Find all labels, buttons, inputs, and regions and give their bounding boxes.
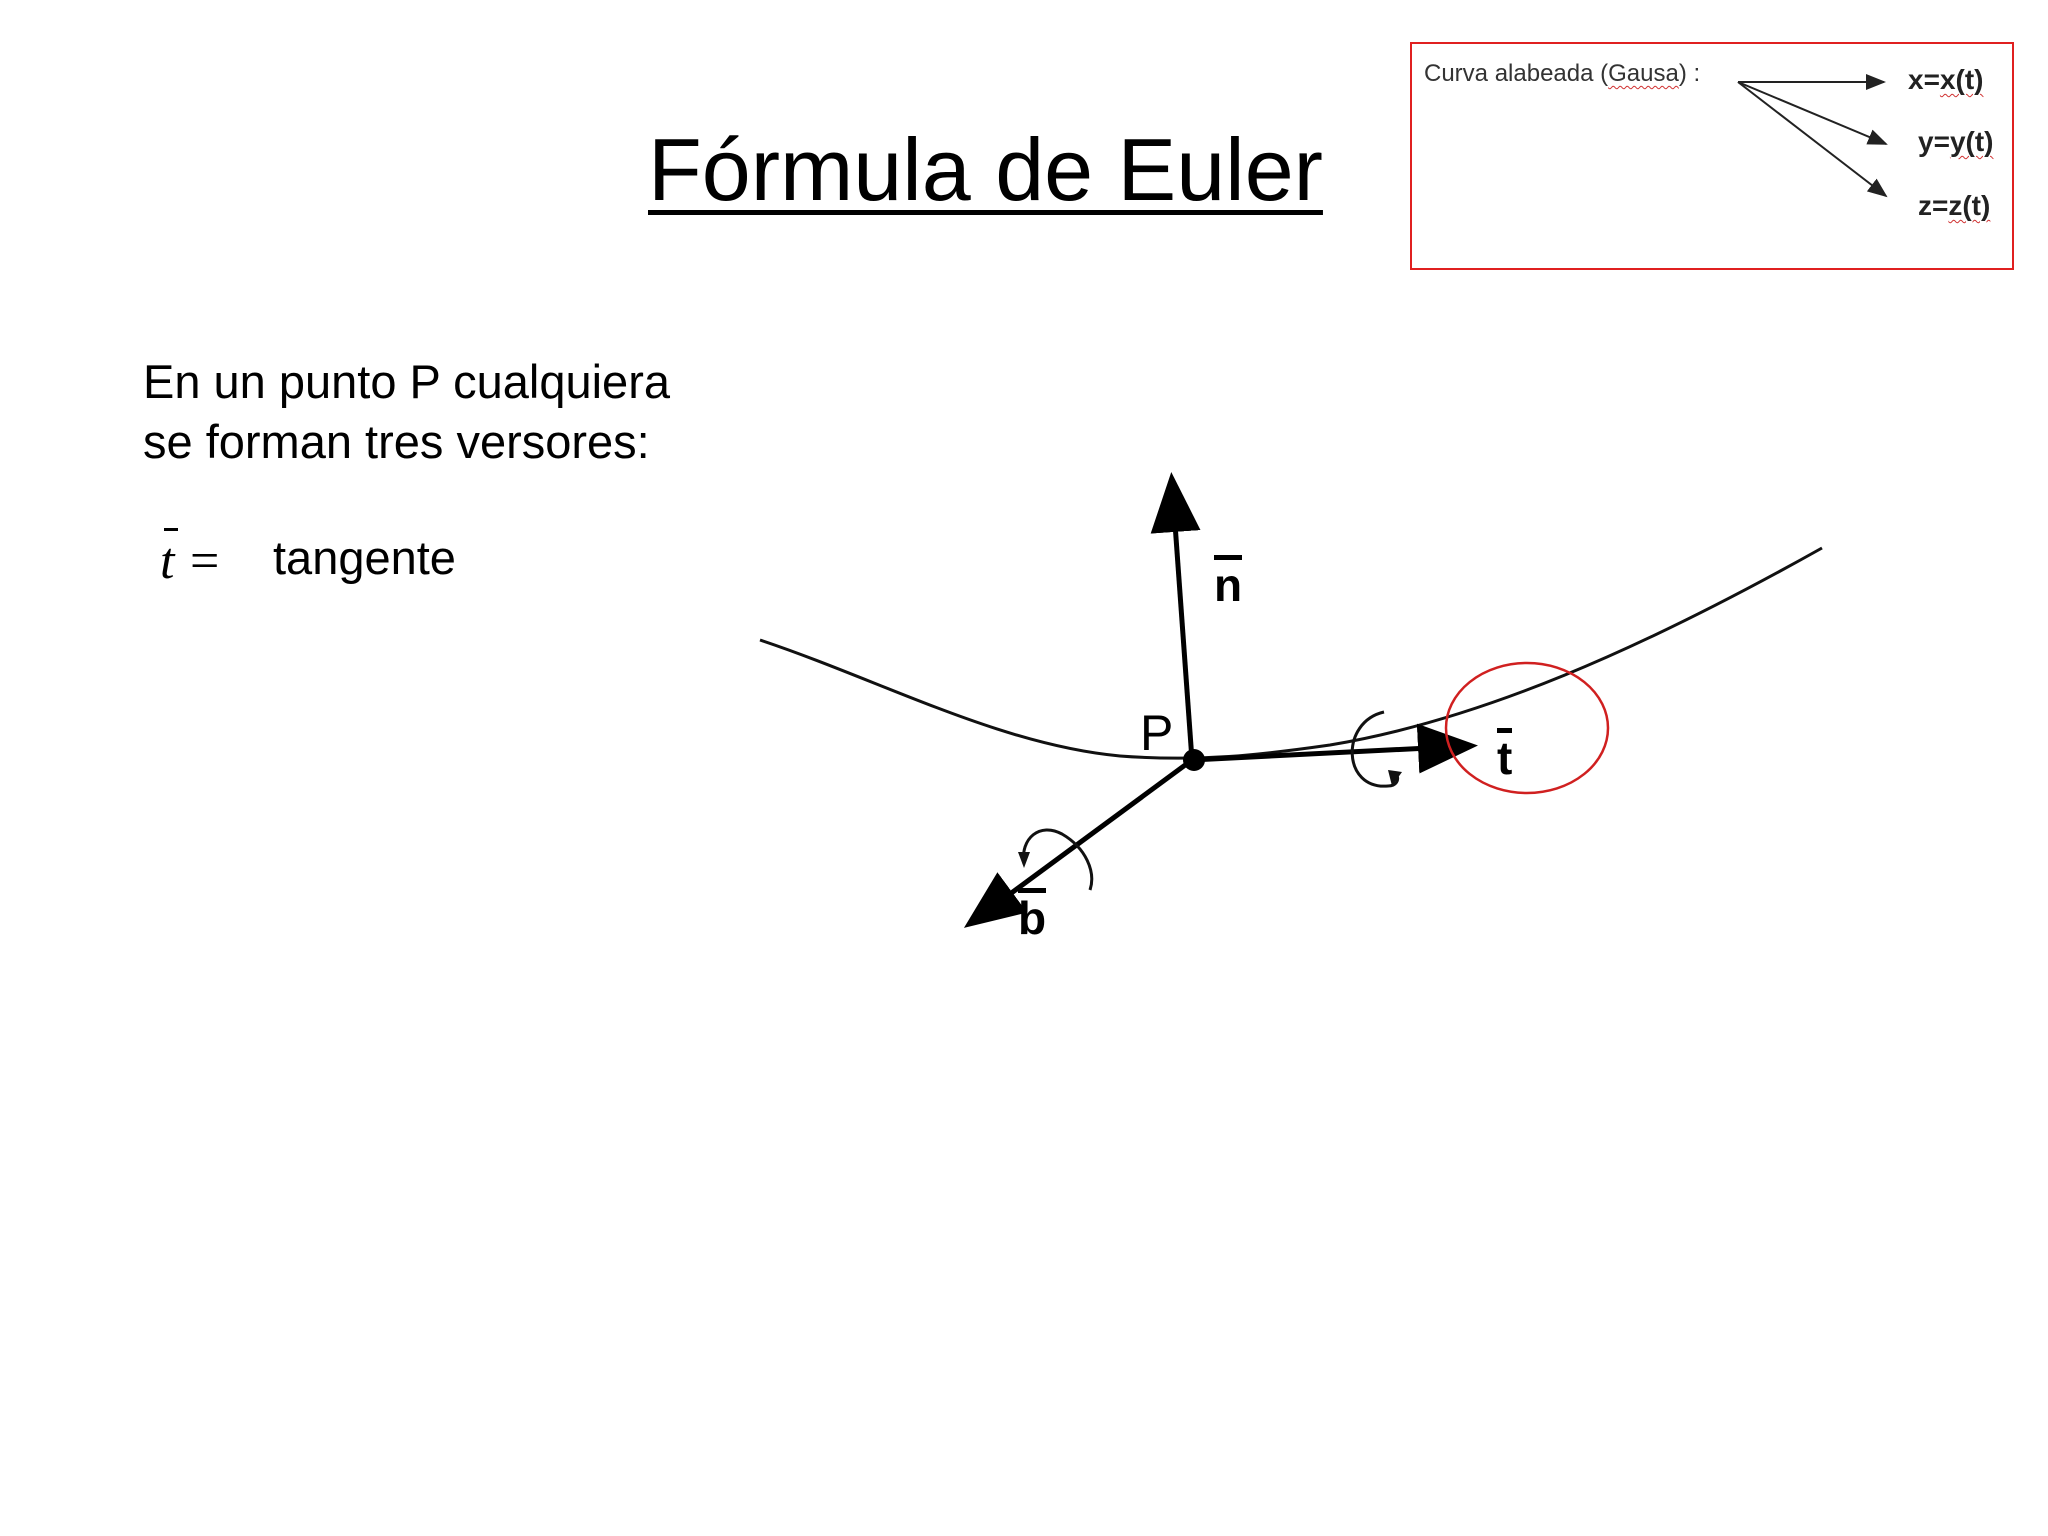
inset-arrows (1737, 74, 1888, 198)
equation-x-rhs: x(t) (1939, 64, 1984, 95)
binormal-rotation-arrow (1022, 828, 1094, 891)
tangent-rotation-head (1388, 770, 1402, 786)
tangent-label: t (1497, 728, 1513, 781)
intro-line-2: se forman tres versores: (143, 415, 650, 468)
curve-label-word: Gausa (1608, 60, 1679, 87)
tangent-vector (1191, 723, 1478, 774)
tangent-rotation-arrow (1350, 710, 1400, 788)
equals-sign: = (190, 533, 220, 590)
equation-y-lhs: y= (1918, 126, 1950, 157)
curve-label-prefix: Curva alabeada ( (1424, 60, 1609, 87)
arrow-z (1737, 81, 1888, 198)
normal-label-text: n (1214, 555, 1243, 608)
tangent-word: tangente (273, 531, 456, 584)
equation-x: x=x(t) (1908, 64, 1983, 96)
normal-vector (1150, 472, 1201, 761)
binormal-vector (963, 757, 1194, 928)
tangent-symbol: t (160, 533, 175, 590)
binormal-rotation-head (1018, 852, 1030, 868)
normal-label: n (1214, 555, 1243, 608)
binormal-label-text: b (1018, 888, 1047, 941)
equation-y: y=y(t) (1918, 126, 1993, 158)
tangent-highlight-circle (1444, 661, 1610, 795)
space-curve (759, 546, 1823, 760)
equation-z-rhs: z(t) (1948, 190, 1991, 221)
page-title: Fórmula de Euler (648, 120, 1323, 219)
binormal-label: b (1018, 888, 1047, 941)
arrow-y (1737, 81, 1888, 145)
curve-label-suffix: ) : (1678, 60, 1701, 87)
equation-y-rhs: y(t) (1949, 126, 1994, 157)
point-p-label: P (1140, 705, 1174, 761)
equation-z-lhs: z= (1918, 190, 1949, 221)
intro-text: En un punto P cualquiera se forman tres … (143, 352, 670, 472)
equation-z: z=z(t) (1918, 190, 1990, 222)
overbar-mark (164, 528, 178, 531)
point-p-dot (1183, 749, 1205, 771)
curve-definition-box: Curva alabeada (Gausa) : x=x(t) y=y(t) z… (1410, 42, 2014, 270)
equation-x-lhs: x= (1908, 64, 1940, 95)
intro-line-1: En un punto P cualquiera (143, 355, 670, 408)
tangent-label-text: t (1497, 728, 1513, 781)
curve-label: Curva alabeada (Gausa) : (1424, 60, 1700, 88)
